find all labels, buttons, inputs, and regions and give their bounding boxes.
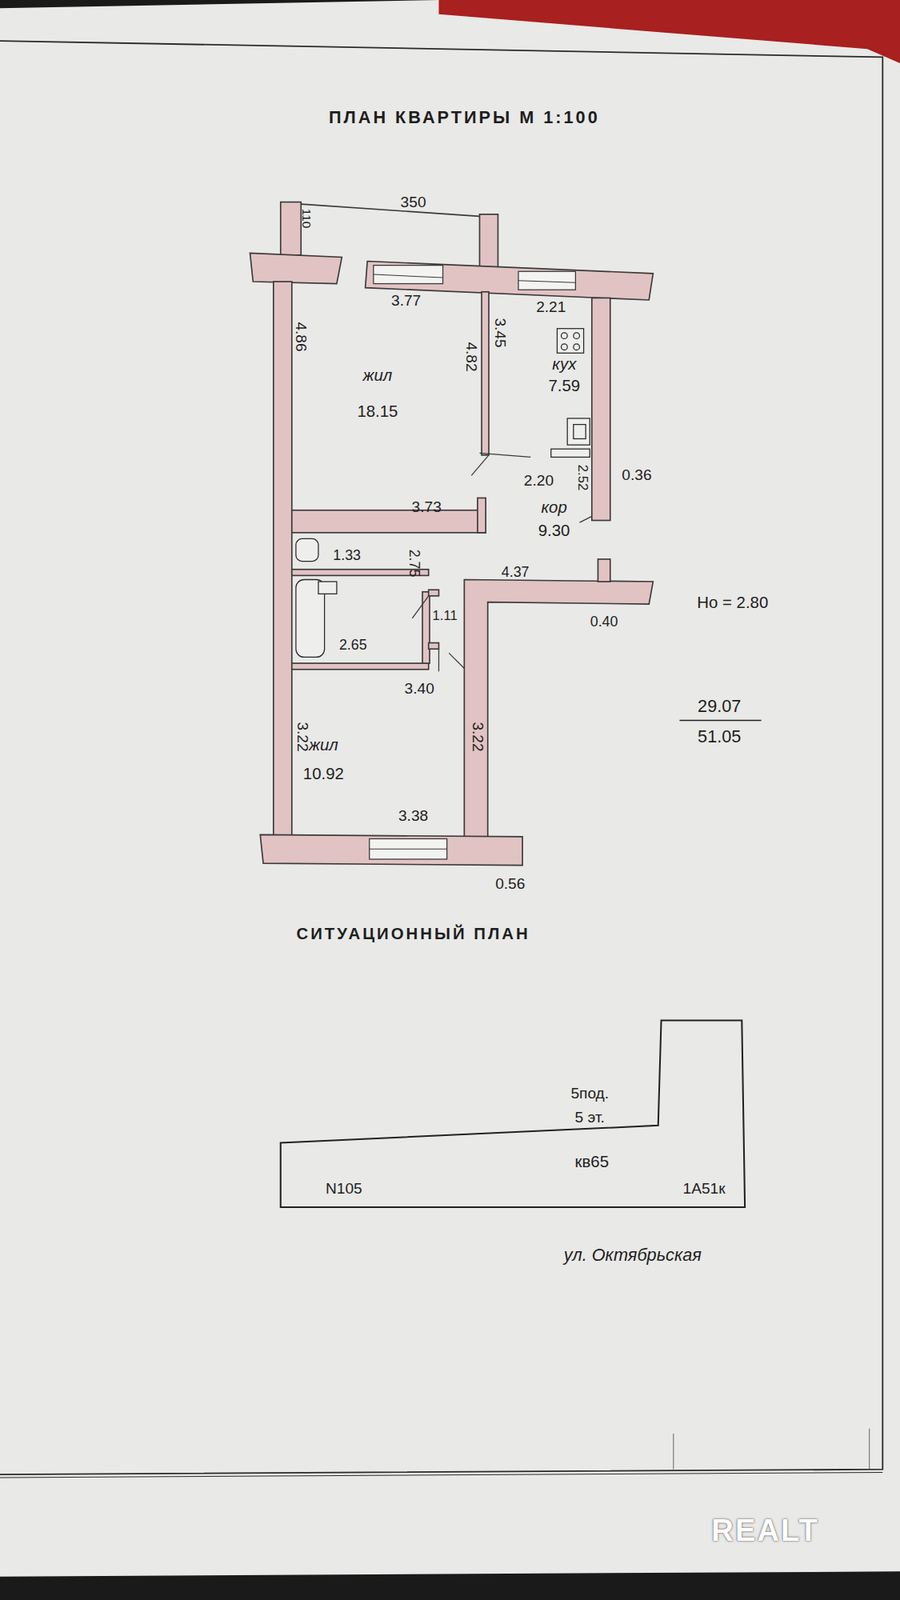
room-name: кор (540, 499, 567, 516)
dimension: 0.56 (495, 876, 525, 892)
washbasin (318, 581, 337, 594)
toilet-symbol (296, 538, 319, 561)
room-name: жил (363, 367, 393, 384)
frame-line (0, 40, 883, 1475)
floor-count: 5 эт. (575, 1109, 605, 1125)
wall (592, 297, 611, 520)
entrance-count: 5под. (570, 1086, 609, 1102)
building-code: 1А51к (683, 1180, 726, 1196)
tick (868, 1428, 870, 1470)
windows (369, 265, 576, 860)
dimension: 110 (300, 208, 312, 228)
stove-symbol (556, 328, 584, 354)
dimension: 4.37 (501, 565, 530, 580)
wall (280, 202, 302, 256)
wall (292, 510, 486, 533)
fraction-line (679, 720, 761, 722)
plan-title: ПЛАН КВАРТИРЫ М 1:100 (328, 108, 600, 127)
living-area: 29.07 (697, 697, 741, 716)
dimension: 2.65 (339, 638, 368, 653)
ceiling-height: Hо = 2.80 (696, 593, 768, 610)
wall (260, 834, 523, 865)
door-leaf (438, 648, 440, 672)
dimension: 3.40 (404, 680, 435, 696)
frame-line (0, 1472, 883, 1478)
sink-bowl (573, 424, 586, 440)
dimension: 2.20 (524, 472, 554, 488)
dimension: 3.45 (492, 317, 508, 348)
balcony-rail (300, 204, 480, 216)
dimension: 3.22 (469, 721, 485, 752)
room-area: 7.59 (548, 377, 581, 394)
room-area: 18.15 (356, 403, 398, 420)
dimension: 2.21 (536, 299, 566, 315)
wall (464, 579, 653, 836)
window-lines (369, 274, 576, 849)
burner (561, 332, 568, 340)
door-leaf (412, 596, 428, 619)
wall (273, 281, 292, 837)
total-area: 51.05 (697, 728, 741, 746)
walls (250, 202, 654, 866)
counter (551, 448, 590, 457)
dimension: 350 (400, 194, 427, 210)
dimension: 4.82 (464, 342, 480, 372)
burner (573, 344, 580, 351)
dimension: 3.73 (412, 499, 442, 515)
dimension: 0.40 (590, 615, 619, 630)
bath-fixtures (296, 538, 337, 657)
room-name: кух (552, 356, 576, 372)
door-leaf (579, 516, 592, 523)
wall (292, 663, 429, 670)
dimension: 1.11 (432, 609, 458, 624)
door-leaf (479, 452, 531, 457)
door-leaf (471, 455, 489, 476)
dimension: 3.77 (391, 293, 421, 309)
building-number: N105 (325, 1180, 363, 1196)
dimension: 4.86 (293, 321, 309, 352)
section-heading: СИТУАЦИОННЫЙ ПЛАН (296, 925, 530, 942)
window (369, 838, 448, 860)
window (518, 271, 576, 290)
room-area: 10.92 (303, 765, 344, 782)
dimension: 3.22 (294, 721, 310, 752)
room-name: жил (308, 736, 339, 753)
sink-symbol (567, 418, 590, 445)
window (373, 265, 444, 284)
burner (573, 332, 580, 340)
wall (250, 252, 343, 284)
dimension: 2.52 (576, 464, 590, 491)
wall (477, 497, 486, 532)
wall (481, 292, 489, 456)
building-outline (280, 1020, 745, 1208)
tick (672, 1433, 674, 1470)
wall (597, 559, 610, 582)
watermark: REALT (711, 1515, 820, 1546)
dimension: 0.36 (621, 468, 652, 484)
burner (561, 344, 568, 351)
dimension: 3.38 (398, 808, 428, 824)
doors (412, 452, 592, 672)
dimension: 2.75 (406, 549, 421, 578)
apartment-number: кв65 (575, 1152, 609, 1169)
door-leaf (448, 652, 464, 668)
street-name: ул. Октябрьская (564, 1246, 702, 1264)
dimension: 1.33 (332, 548, 361, 564)
wall (428, 589, 440, 596)
wall (428, 643, 440, 650)
room-area: 9.30 (538, 522, 571, 539)
wall (479, 214, 498, 271)
